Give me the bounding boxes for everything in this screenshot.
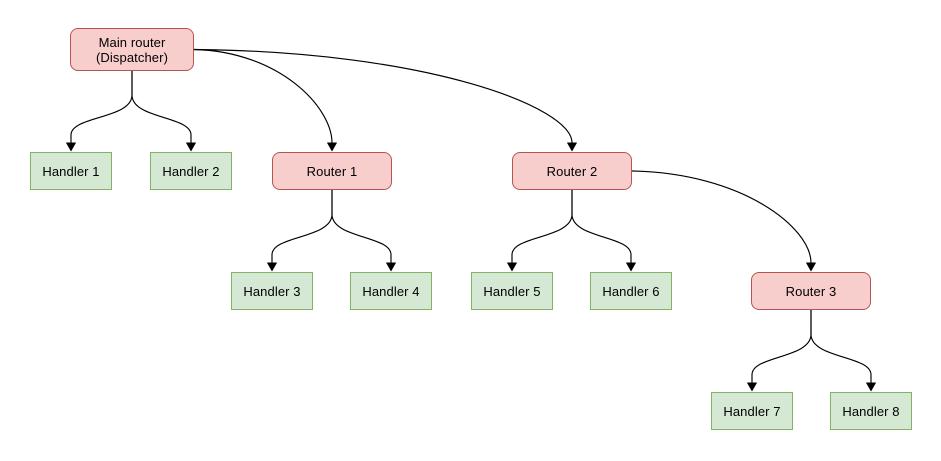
- edge-r1-h3-arrowhead: [267, 262, 277, 272]
- node-label: Handler 5: [483, 283, 541, 299]
- edge-r2-h6: [571, 189, 632, 265]
- node-router-3[interactable]: Router 3: [751, 272, 871, 310]
- node-handler-6[interactable]: Handler 6: [590, 272, 672, 310]
- node-handler-8[interactable]: Handler 8: [830, 392, 912, 430]
- edge-r1-h4-arrowhead: [386, 262, 396, 272]
- node-label: Router 1: [306, 163, 358, 179]
- node-label: Router 3: [785, 283, 837, 299]
- edge-r3-h7: [751, 309, 812, 385]
- node-label: Handler 4: [362, 283, 420, 299]
- edge-main-h2-arrowhead: [186, 142, 196, 152]
- edge-r3-h8: [810, 309, 872, 385]
- edge-r2-h5-arrowhead: [507, 262, 517, 272]
- edge-r2-h5: [511, 189, 573, 265]
- edge-main-h2: [131, 70, 192, 145]
- node-handler-3[interactable]: Handler 3: [231, 272, 313, 310]
- node-label: Handler 3: [243, 283, 301, 299]
- node-label: Main router (Dispatcher): [96, 34, 168, 65]
- edge-r2-r3-arrowhead: [806, 262, 816, 272]
- node-label: Handler 6: [602, 283, 660, 299]
- node-handler-4[interactable]: Handler 4: [350, 272, 432, 310]
- node-router-2[interactable]: Router 2: [512, 152, 632, 190]
- node-label: Router 2: [546, 163, 598, 179]
- node-label: Handler 2: [162, 163, 220, 179]
- edge-main-r2-arrowhead: [567, 142, 577, 152]
- edge-main-r1-arrowhead: [327, 142, 337, 152]
- node-handler-1[interactable]: Handler 1: [30, 152, 112, 190]
- edge-r3-h7-arrowhead: [747, 382, 757, 392]
- edge-main-r1: [193, 48, 333, 144]
- edge-r1-h4: [331, 189, 392, 265]
- edge-r3-h8-arrowhead: [866, 382, 876, 392]
- edge-main-h1: [70, 70, 133, 145]
- node-label: Handler 1: [42, 163, 100, 179]
- edge-r2-r3: [631, 170, 812, 264]
- node-main-router[interactable]: Main router (Dispatcher): [70, 28, 194, 71]
- edge-r1-h3: [271, 189, 333, 265]
- node-label: Handler 7: [723, 403, 781, 419]
- node-handler-5[interactable]: Handler 5: [471, 272, 553, 310]
- node-label: Handler 8: [842, 403, 900, 419]
- node-handler-7[interactable]: Handler 7: [711, 392, 793, 430]
- node-router-1[interactable]: Router 1: [272, 152, 392, 190]
- node-handler-2[interactable]: Handler 2: [150, 152, 232, 190]
- edge-main-r2: [193, 48, 573, 144]
- edge-main-h1-arrowhead: [66, 142, 76, 152]
- edge-r2-h6-arrowhead: [626, 262, 636, 272]
